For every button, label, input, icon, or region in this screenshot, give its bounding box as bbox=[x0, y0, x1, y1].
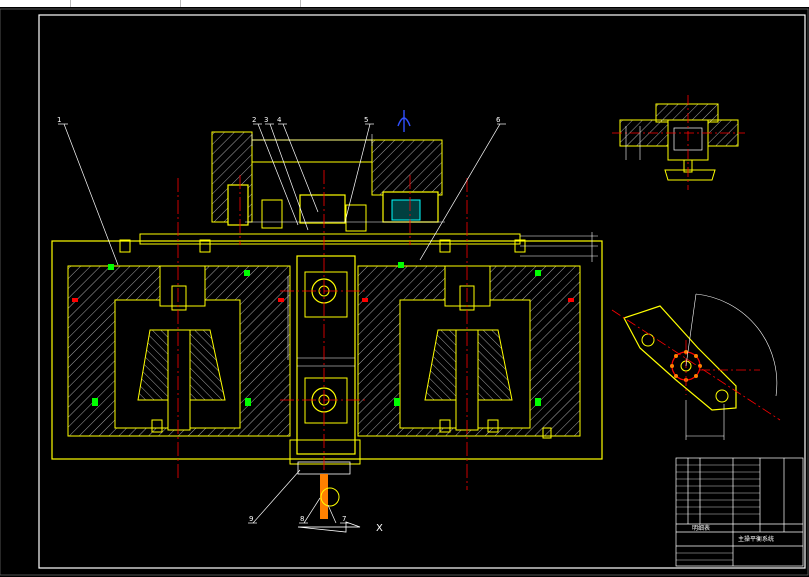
part-number-2: 2 bbox=[252, 116, 256, 124]
drawing-title: 主操平衡系统 bbox=[738, 535, 774, 543]
fitting-left-2 bbox=[244, 270, 250, 276]
view-direction-label: X bbox=[376, 523, 383, 534]
drawing-frame bbox=[38, 14, 806, 569]
part-number-4: 4 bbox=[277, 116, 282, 124]
part-number-6: 6 bbox=[496, 116, 501, 124]
fitting-right bbox=[398, 262, 404, 268]
part-number-1: 1 bbox=[57, 116, 61, 124]
title-block bbox=[675, 457, 804, 567]
base-block bbox=[51, 240, 603, 460]
view-direction-arrow bbox=[297, 521, 361, 533]
part-number-9: 9 bbox=[249, 515, 253, 523]
window-top-bar bbox=[0, 0, 809, 7]
lever-detail-view bbox=[611, 293, 781, 440]
part-number-7: 7 bbox=[342, 515, 346, 523]
right-housing bbox=[357, 265, 581, 437]
centerlines bbox=[177, 170, 468, 490]
part-number-5: 5 bbox=[364, 116, 368, 124]
top-assembly bbox=[211, 110, 445, 232]
fitting-left bbox=[108, 264, 114, 270]
part-number-3: 3 bbox=[264, 116, 268, 124]
detail-view-top bbox=[612, 95, 745, 190]
fitting-right-2 bbox=[535, 270, 541, 276]
parts-list-header: 明细表 bbox=[692, 524, 710, 532]
bolts bbox=[119, 239, 552, 439]
outer-frame bbox=[0, 8, 809, 576]
center-column bbox=[289, 255, 361, 519]
part-number-8: 8 bbox=[300, 515, 304, 523]
part-callouts bbox=[58, 123, 506, 524]
main-section-view: X bbox=[51, 110, 603, 534]
cad-drawing-canvas[interactable]: X 1 2 3 4 5 6 7 8 9 bbox=[0, 7, 809, 577]
left-housing bbox=[67, 265, 291, 437]
